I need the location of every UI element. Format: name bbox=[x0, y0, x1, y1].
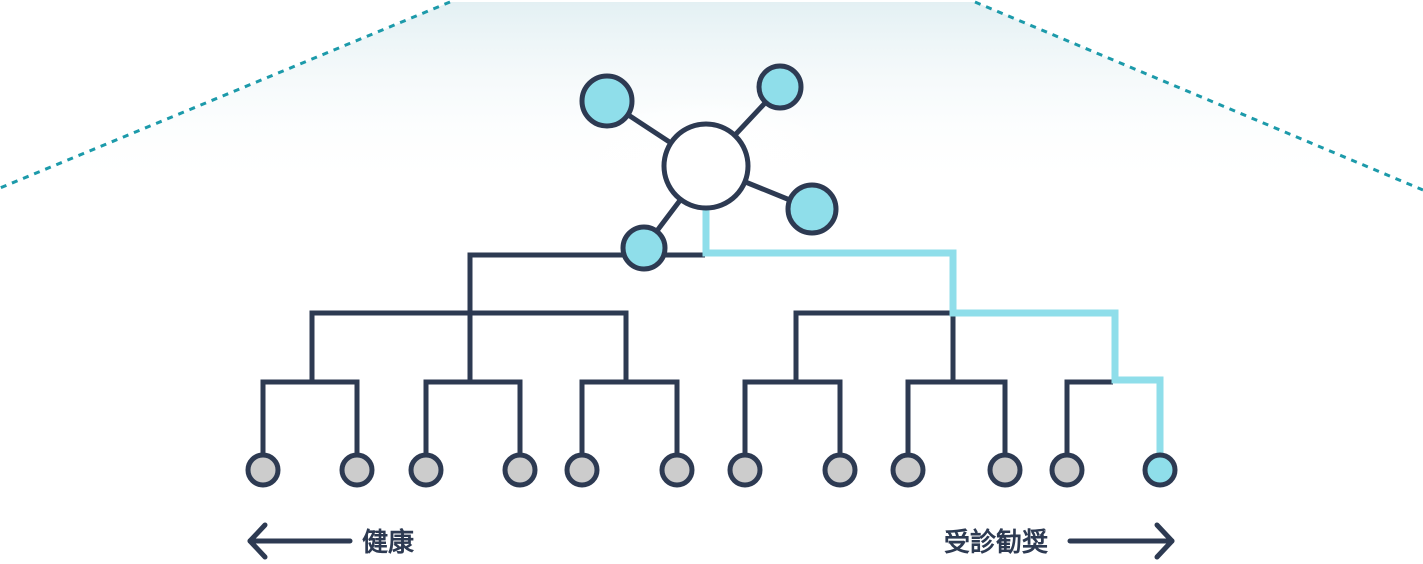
hub-node-top-right bbox=[756, 63, 804, 111]
label-recommend-visit: 受診勧奨 bbox=[944, 527, 1049, 558]
leaf-node bbox=[339, 452, 375, 488]
leaf-node bbox=[564, 452, 600, 488]
tree-branches bbox=[260, 252, 1113, 470]
hub-center-node bbox=[661, 121, 751, 211]
dotted-boundary-left bbox=[0, 0, 451, 190]
leaf-node-highlighted bbox=[1142, 452, 1178, 488]
leaf-node bbox=[245, 452, 281, 488]
arrow-left-icon bbox=[247, 522, 353, 560]
dotted-boundary-right bbox=[974, 0, 1423, 192]
hub-node-top-left bbox=[579, 73, 635, 129]
hub-node-right bbox=[785, 182, 839, 236]
hub-node-bottom bbox=[620, 224, 668, 272]
leaf-node bbox=[727, 452, 763, 488]
arrow-right-icon bbox=[1067, 522, 1175, 560]
leaf-node bbox=[890, 452, 926, 488]
leaf-node bbox=[987, 452, 1023, 488]
leaf-node bbox=[1049, 452, 1085, 488]
leaf-node bbox=[659, 452, 695, 488]
label-healthy: 健康 bbox=[362, 527, 415, 558]
highlighted-path bbox=[702, 208, 1164, 470]
leaf-nodes bbox=[245, 452, 1178, 488]
leaf-node bbox=[822, 452, 858, 488]
leaf-node bbox=[502, 452, 538, 488]
leaf-node bbox=[408, 452, 444, 488]
